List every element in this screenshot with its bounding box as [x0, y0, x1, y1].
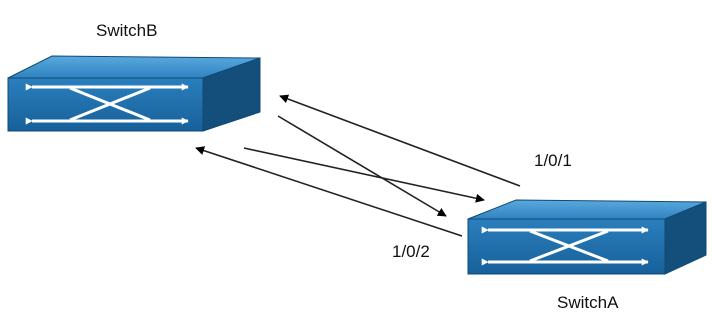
switch-a-crossover-arrows-icon: [481, 226, 649, 266]
link-arrow-to-switch-b-lower: [195, 146, 463, 237]
switch-a-icon: [467, 199, 707, 275]
link-arrow-to-switch-b-upper: [279, 94, 521, 187]
switch-b-crossover-arrows-icon: [25, 83, 189, 125]
link-arrow-to-switch-a-lower: [243, 147, 485, 203]
port-1-label: 1/0/1: [534, 151, 572, 170]
link-arrow-to-switch-a-upper: [277, 115, 447, 217]
switch-a-label: SwitchA: [557, 293, 619, 312]
links: [195, 94, 521, 237]
switch-b-label: SwitchB: [96, 21, 158, 40]
port-2-label: 1/0/2: [392, 242, 430, 261]
switch-b-icon: [7, 55, 261, 132]
